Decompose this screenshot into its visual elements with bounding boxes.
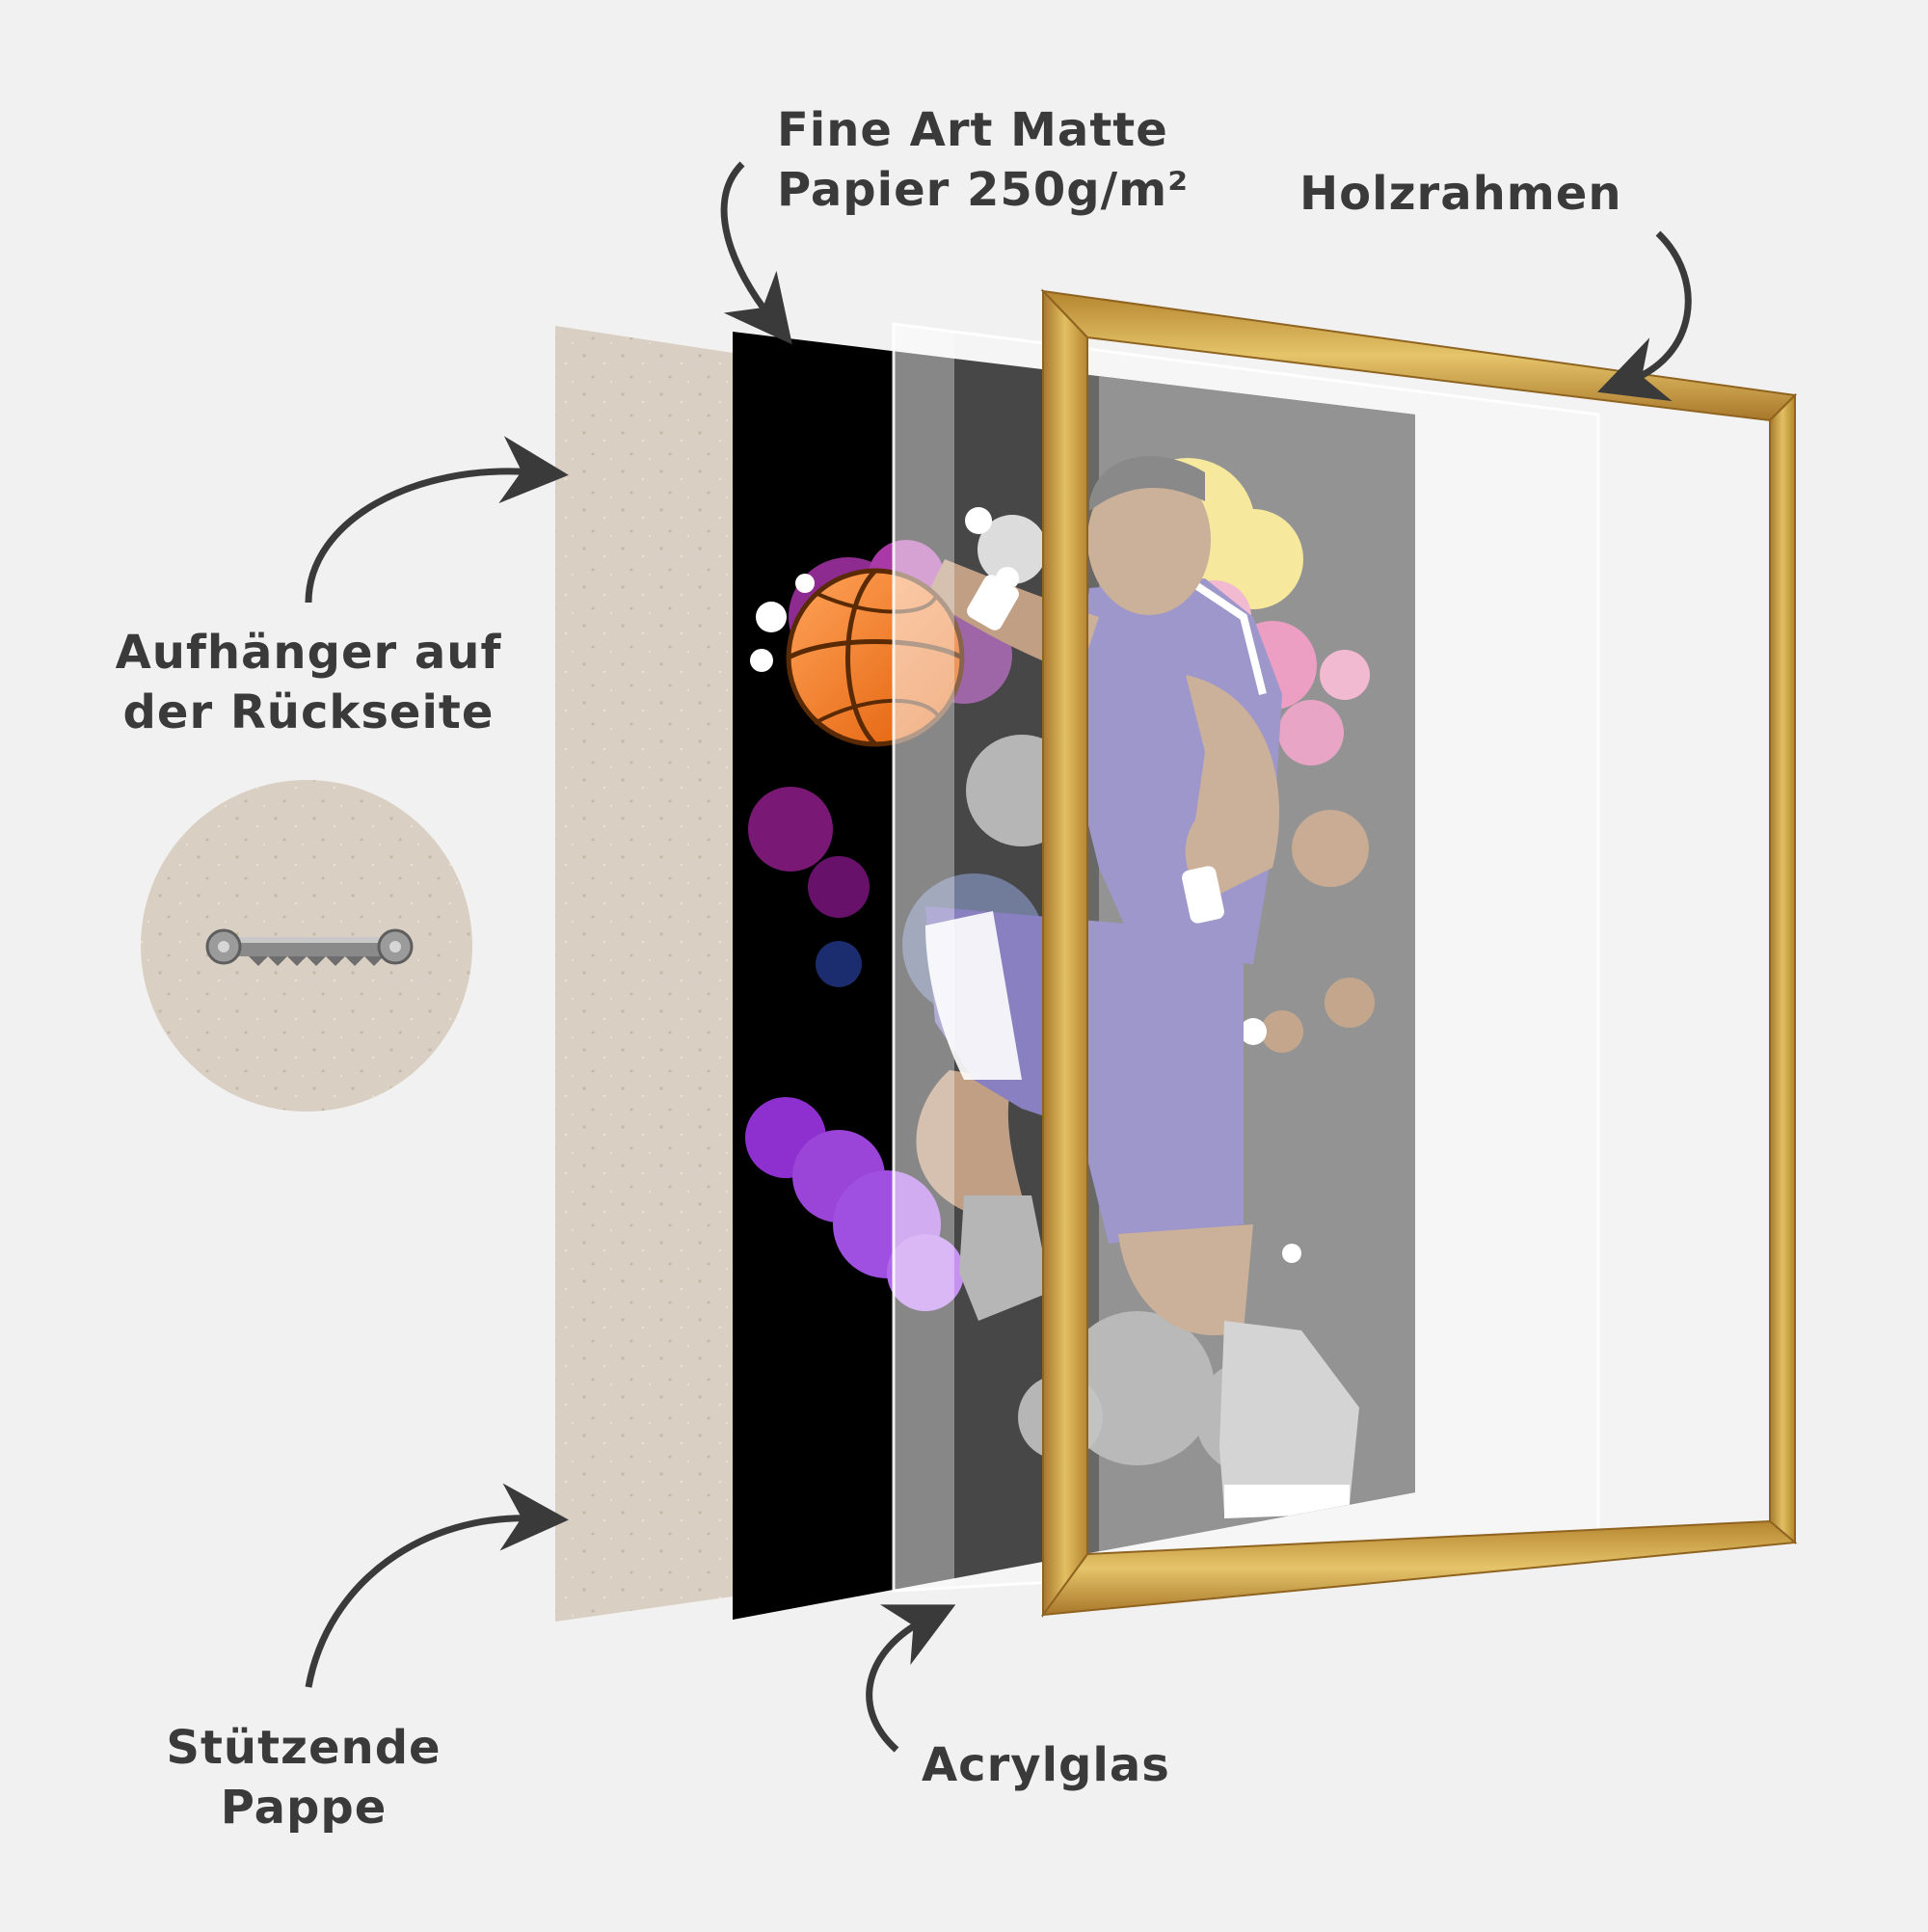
label-hanger-line1: Aufhänger auf (115, 626, 502, 680)
sawtooth-hanger-icon (205, 928, 414, 966)
label-paper-line1: Fine Art Matte (777, 103, 1168, 157)
label-backing-line1: Stützende (166, 1721, 442, 1775)
basketball-icon (786, 568, 965, 747)
label-acrylic-text: Acrylglas (922, 1738, 1170, 1792)
label-backing: Stützende Pappe (135, 1718, 472, 1838)
arrow-acrylic (866, 1604, 956, 1753)
arrows (305, 161, 1692, 1753)
label-paper: Fine Art Matte Papier 250g/m² (777, 100, 1189, 220)
arrow-backing (305, 1483, 569, 1688)
arrow-hanger (305, 436, 569, 604)
label-paper-line2: Papier 250g/m² (777, 163, 1190, 217)
label-frame: Holzrahmen (1299, 164, 1622, 224)
label-hanger: Aufhänger auf der Rückseite (96, 623, 521, 742)
hanger-detail (141, 780, 472, 1112)
backing-board (555, 326, 733, 1622)
label-hanger-line2: der Rückseite (122, 685, 495, 739)
wooden-frame (1040, 288, 1798, 1619)
label-backing-line2: Pappe (220, 1781, 388, 1835)
arrow-frame (1597, 230, 1692, 402)
arrow-paper (720, 161, 792, 345)
label-frame-text: Holzrahmen (1299, 167, 1622, 221)
label-acrylic: Acrylglas (922, 1735, 1170, 1795)
